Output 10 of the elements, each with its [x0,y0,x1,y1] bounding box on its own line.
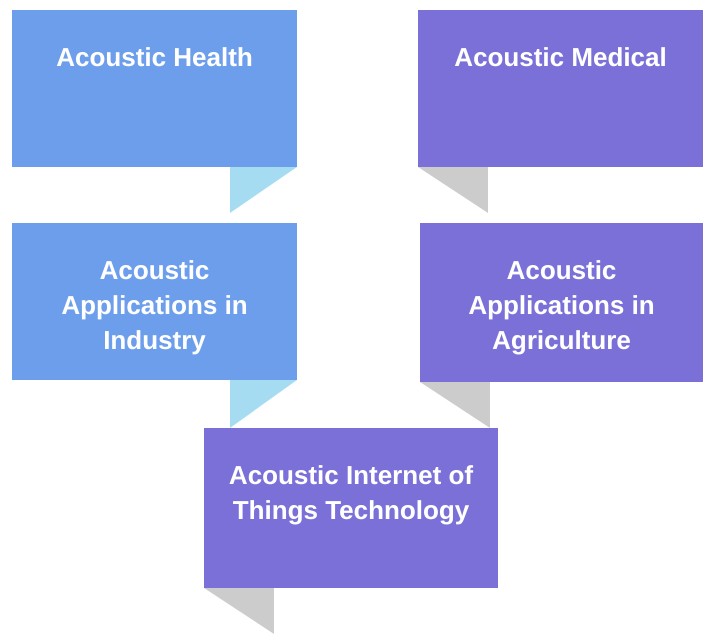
label-box [12,223,297,380]
box-title: Acoustic Health [56,41,253,74]
box-title: Acoustic Internet of Things Technology [228,459,474,527]
box-title: Acoustic Applications in Agriculture [467,254,656,357]
label-box [12,10,297,167]
label-box [418,10,703,167]
label-box [420,223,703,382]
box-title: Acoustic Applications in Industry [60,254,249,357]
label-box [204,428,498,588]
box-title: Acoustic Medical [454,41,667,74]
